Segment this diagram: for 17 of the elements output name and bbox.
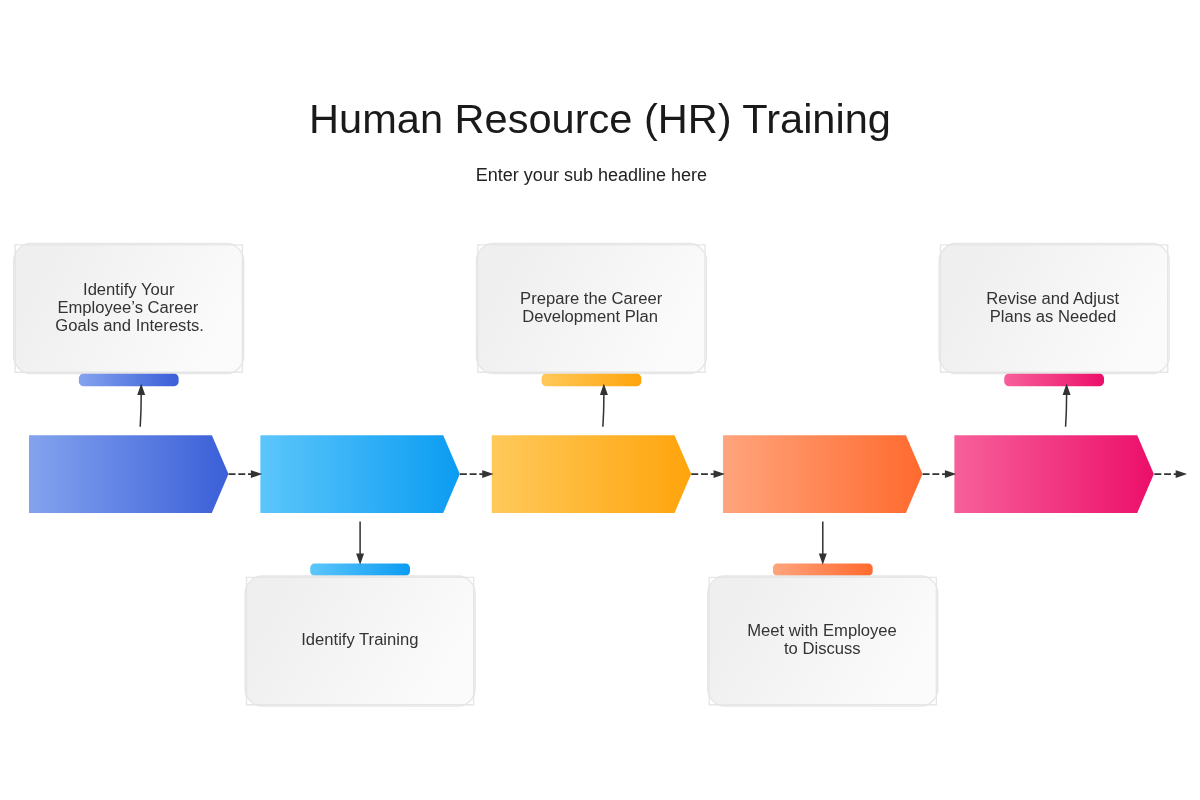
- node-chevron: [954, 435, 1154, 513]
- diagram-title: Human Resource (HR) Training: [309, 95, 891, 143]
- arrow: [1153, 470, 1188, 479]
- arrow: [1062, 383, 1071, 428]
- arrow: [137, 383, 146, 428]
- arrow: [227, 470, 263, 479]
- node-chevron: [29, 435, 229, 513]
- arrow: [599, 383, 608, 428]
- arrow: [459, 470, 494, 479]
- arrow: [690, 470, 725, 479]
- node-chevron: [723, 435, 923, 513]
- arrow: [356, 520, 365, 565]
- label: Enter your sub headline here: [475, 164, 708, 185]
- arrow: [921, 470, 957, 479]
- node-chevron: [260, 435, 460, 513]
- node-chevron: [491, 435, 692, 513]
- arrow: [818, 520, 827, 565]
